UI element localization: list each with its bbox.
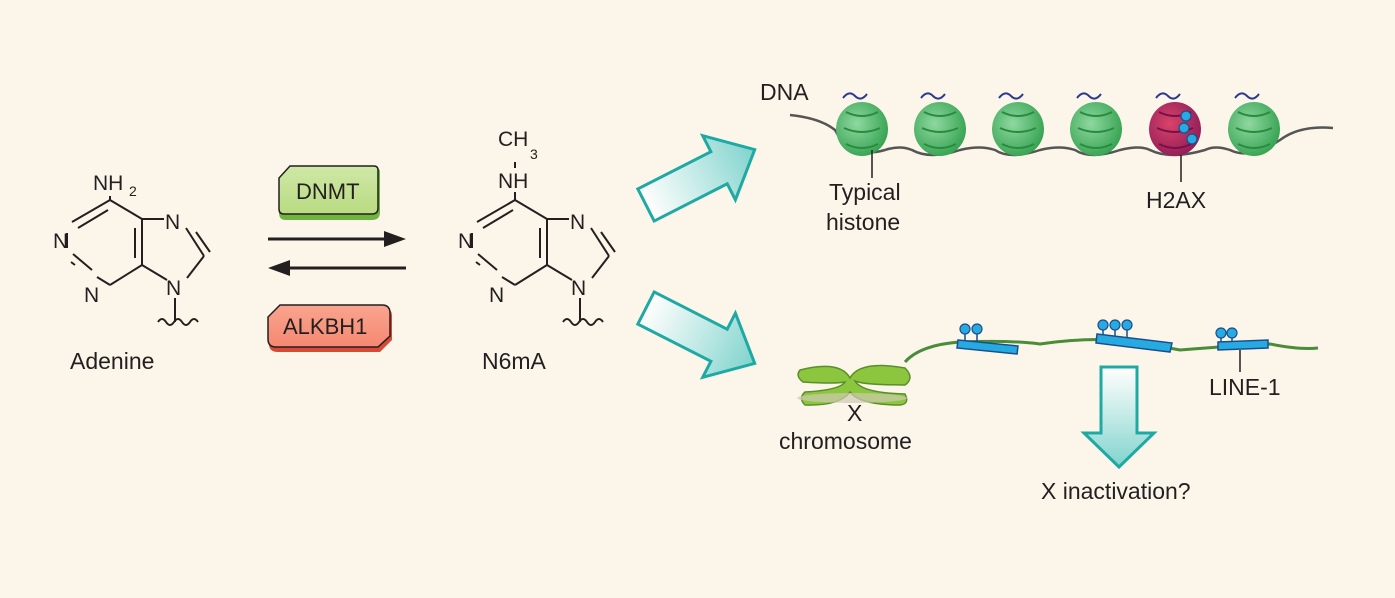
n6ma-label: N6mA [482,348,547,374]
adenine-n1-label: N [53,230,68,253]
n6ma-amine-label: NH [498,170,528,193]
adenine-n7-label: N [165,211,180,234]
h2ax-mark-2 [1178,122,1190,134]
typical-histone-label-line1: Typical [829,179,901,205]
dnmt-badge: DNMT [278,165,380,220]
h2ax-label: H2AX [1146,187,1206,213]
arrow-to-x-chromosome [635,289,757,380]
line1-element-2 [1095,319,1173,353]
n6ma-n7-label: N [570,211,585,234]
forward-reaction-arrow [268,231,406,247]
alkbh1-label: ALKBH1 [283,314,367,339]
n6ma-structure [471,162,616,326]
arrow-to-chromatin [635,133,757,224]
typical-histone-label-line2: histone [826,209,900,235]
adenine-n3-label: N [84,284,99,307]
x-chromosome-label-line2: chromosome [779,428,912,454]
adenine-label: Adenine [70,348,154,374]
line1-element-1 [956,323,1019,355]
x-chromosome-icon [797,364,911,406]
h2ax-histone [1149,92,1201,156]
adenine-amine-label: NH [93,172,123,195]
typical-histone-6 [1228,92,1280,156]
typical-histone-1 [836,92,888,156]
reverse-reaction-arrow [268,260,406,276]
adenine-structure [66,196,211,326]
alkbh1-badge: ALKBH1 [267,304,392,352]
typical-histone-3 [992,92,1044,156]
typical-histone-2 [914,92,966,156]
x-inactivation-label: X inactivation? [1041,478,1191,504]
line1-label: LINE-1 [1209,374,1281,400]
n6ma-n1-label: N [458,230,473,253]
dnmt-label: DNMT [296,179,360,204]
dna-label: DNA [760,79,809,105]
arrow-to-x-inactivation [1080,365,1158,470]
typical-histone-4 [1070,92,1122,156]
n6ma-n9-label: N [571,277,586,300]
line1-element-3 [1215,327,1269,351]
n6ma-n3-label: N [489,284,504,307]
n6ma-methyl-label: CH [498,128,528,151]
dna-strand [789,113,1334,157]
h2ax-mark-1 [1180,110,1192,122]
adenine-amine-subscript: 2 [129,183,137,199]
n6ma-methyl-subscript: 3 [530,146,538,162]
h2ax-mark-3 [1186,133,1198,145]
x-chromosome-label-line1: X [847,400,862,426]
adenine-n9-label: N [166,277,181,300]
